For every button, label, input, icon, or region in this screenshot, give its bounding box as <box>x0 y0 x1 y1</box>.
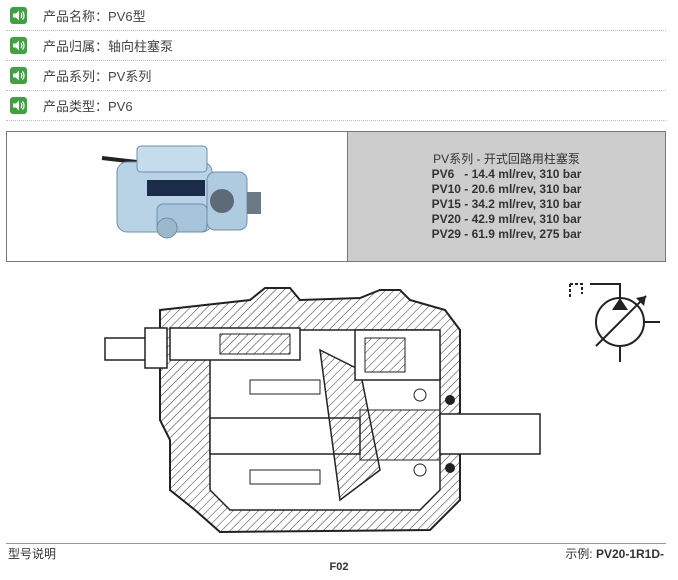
spec-panel: PV系列 - 开式回路用柱塞泵 PV6 - 14.4 ml/rev, 310 b… <box>348 132 665 261</box>
info-row-name: 产品名称：PV6型 <box>6 0 666 31</box>
info-row-type: 产品类型：PV6 <box>6 90 666 121</box>
hydraulic-pump-symbol-icon <box>569 283 660 362</box>
info-label: 产品归属：轴向柱塞泵 <box>43 38 174 54</box>
spec-row: PV15 - 34.2 ml/rev, 310 bar <box>431 196 582 211</box>
example-code: F02 <box>329 561 349 573</box>
example-model: 示例: PV20-1R1D- <box>565 545 664 562</box>
spec-row: PV20 - 42.9 ml/rev, 310 bar <box>431 211 582 226</box>
spec-row: PV6 - 14.4 ml/rev, 310 bar <box>431 166 582 181</box>
example-value: PV20-1R1D- <box>595 547 664 561</box>
speaker-icon[interactable] <box>10 6 27 24</box>
product-photo <box>7 132 348 261</box>
info-label: 产品名称：PV6型 <box>43 8 146 24</box>
product-box: PV系列 - 开式回路用柱塞泵 PV6 - 14.4 ml/rev, 310 b… <box>6 131 666 262</box>
pump-cross-section-drawing <box>104 287 541 534</box>
speaker-icon[interactable] <box>10 66 27 84</box>
speaker-icon[interactable] <box>10 96 27 114</box>
info-label: 产品类型：PV6 <box>43 98 133 114</box>
speaker-icon[interactable] <box>10 36 27 54</box>
footer-divider <box>6 543 666 544</box>
spec-heading: PV系列 - 开式回路用柱塞泵 <box>433 151 580 166</box>
spec-row: PV10 - 20.6 ml/rev, 310 bar <box>431 181 582 196</box>
spec-row: PV29 - 61.9 ml/rev, 275 bar <box>431 226 582 241</box>
info-row-series: 产品系列：PV系列 <box>6 60 666 91</box>
model-description-label: 型号说明 <box>8 547 57 561</box>
info-row-category: 产品归属：轴向柱塞泵 <box>6 30 666 61</box>
example-label: 示例: <box>565 547 596 561</box>
info-label: 产品系列：PV系列 <box>43 68 152 84</box>
